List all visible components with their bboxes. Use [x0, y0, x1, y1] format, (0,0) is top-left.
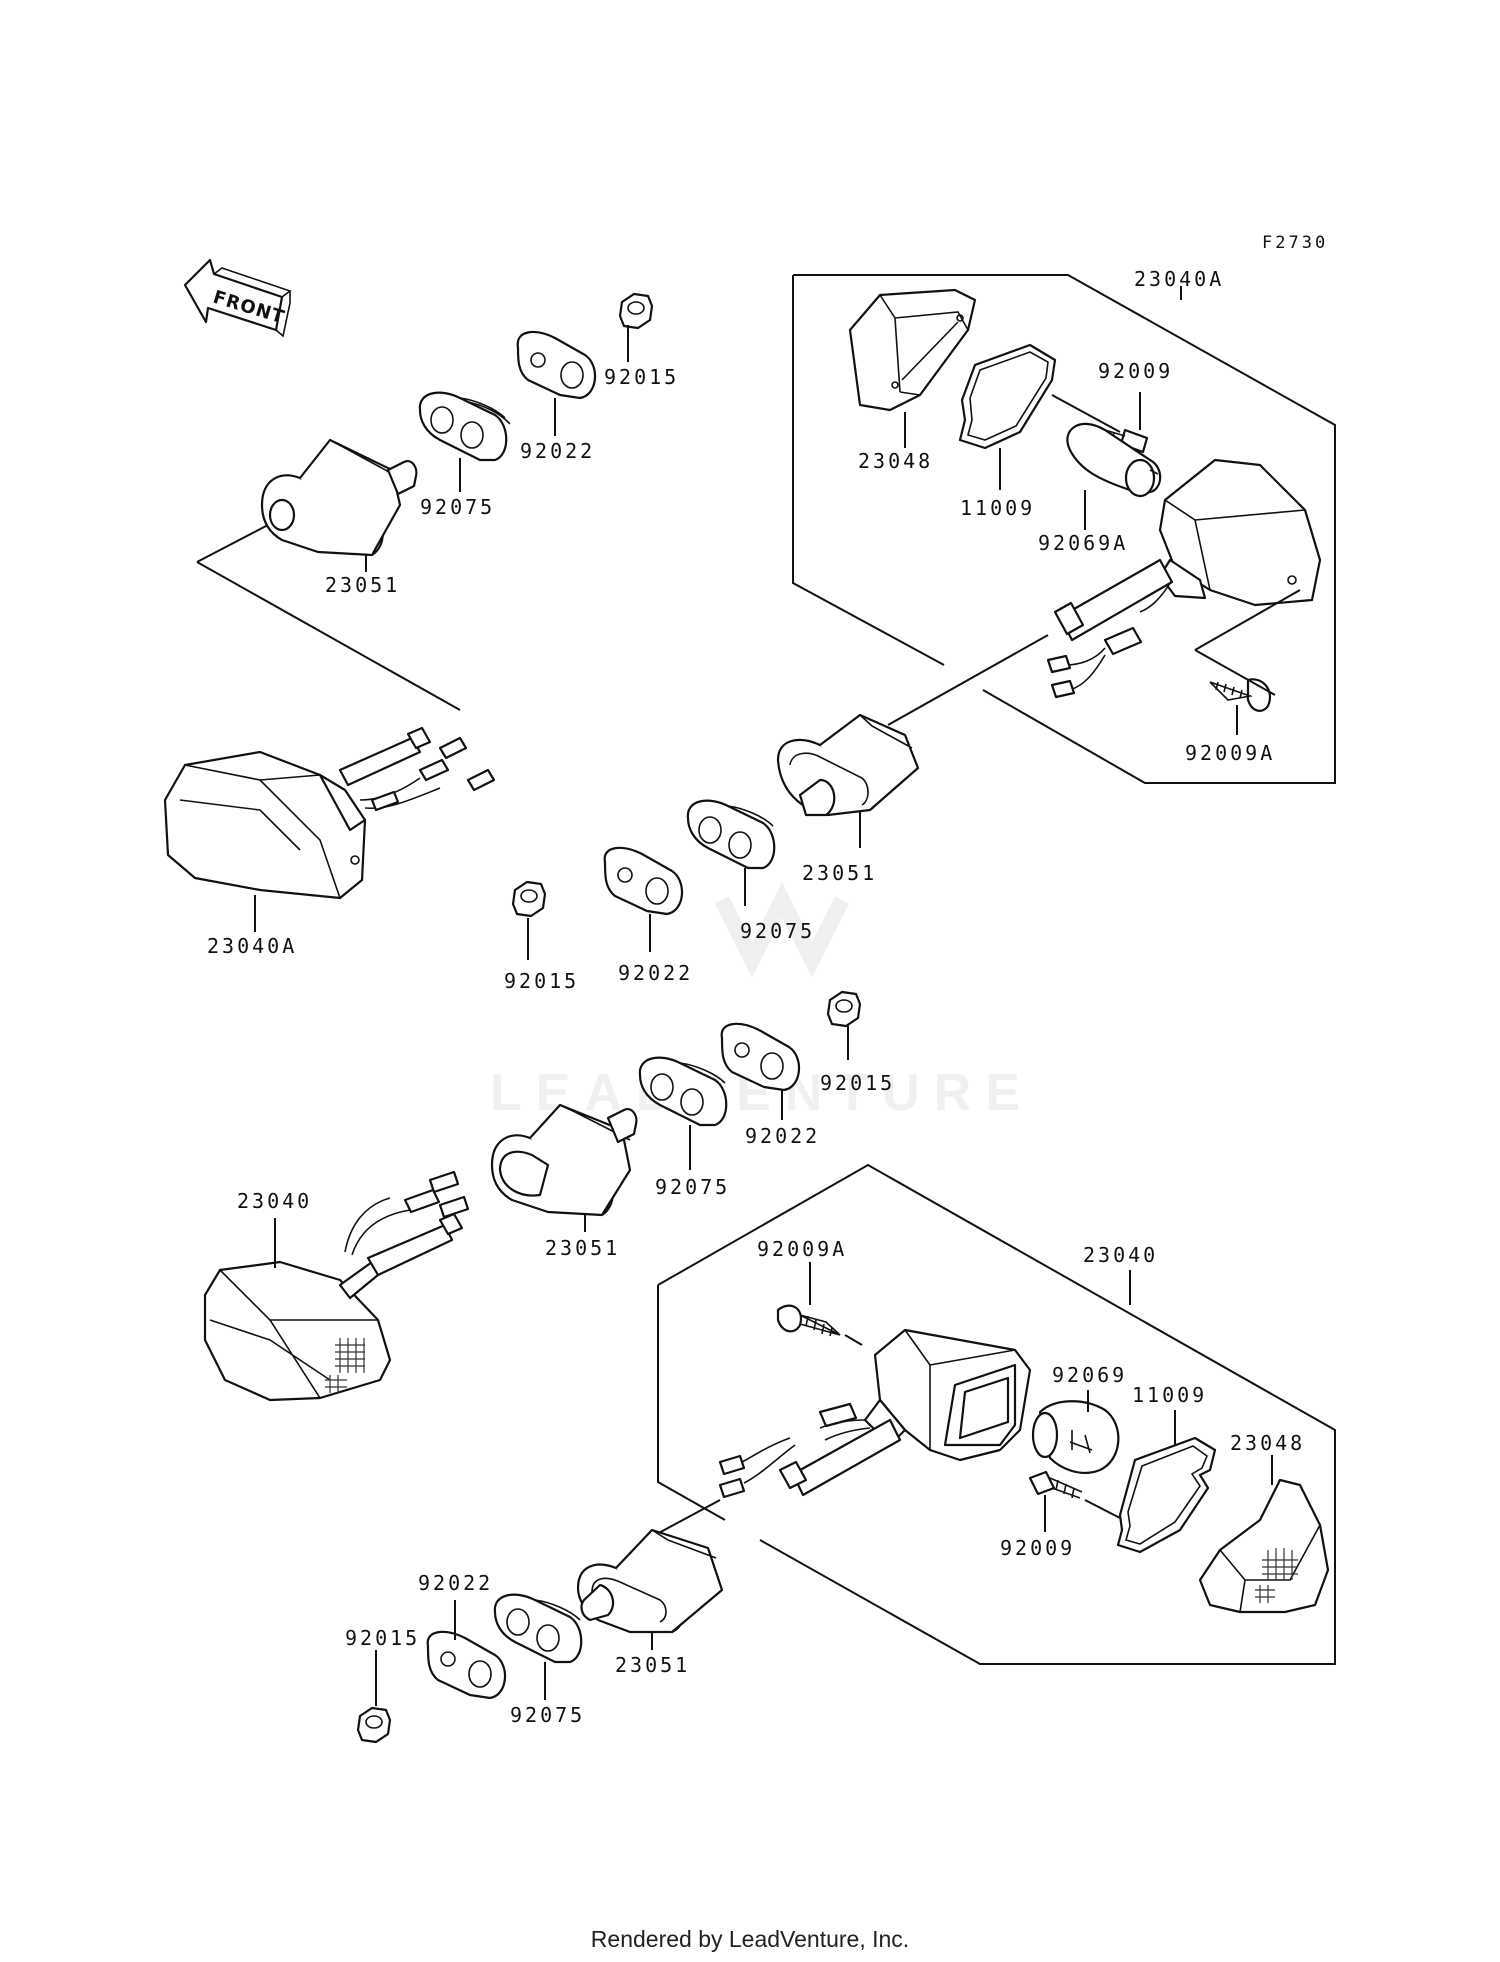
- plate-92022-bottom: [426, 1630, 507, 1700]
- footer-credit: Rendered by LeadVenture, Inc.: [590, 1926, 910, 1952]
- turn-signal-housing-left: [163, 726, 496, 900]
- label-23048-bottom: 23048: [1230, 1431, 1305, 1455]
- lens-23048-top: [848, 288, 977, 412]
- label-92009a-top: 92009A: [1185, 741, 1275, 765]
- label-23040a-left: 23040A: [207, 934, 297, 958]
- leaders-bottom-left: [375, 1600, 653, 1706]
- label-23051-mid: 23051: [545, 1236, 620, 1260]
- label-92015-bl: 92015: [345, 1626, 420, 1650]
- label-11009-bottom: 11009: [1132, 1383, 1207, 1407]
- label-92022-mr: 92022: [618, 961, 693, 985]
- label-92009-bottom: 92009: [1000, 1536, 1075, 1560]
- label-92069: 92069: [1052, 1363, 1127, 1387]
- diagram-code: F2730: [1262, 233, 1328, 253]
- plate-92022-mid: [720, 1022, 801, 1092]
- label-92022-bl: 92022: [418, 1571, 493, 1595]
- leaders-top-right: [904, 286, 1301, 735]
- bracket-23051-bottom: [576, 1528, 724, 1634]
- gasket-11009-top: [958, 343, 1057, 450]
- leaders-mid-right: [527, 634, 1049, 960]
- label-23040-right: 23040: [1083, 1243, 1158, 1267]
- leaders-top-left: [196, 325, 629, 932]
- nut-92015-mid-left: [511, 880, 547, 918]
- turn-signal-housing-front-left: [203, 1170, 470, 1402]
- screw-92009a-top: [1209, 678, 1271, 712]
- turn-signal-housing-bottom-right: [718, 1328, 1032, 1499]
- label-92009-top: 92009: [1098, 359, 1173, 383]
- label-23051-bl: 23051: [615, 1653, 690, 1677]
- plate-92022-top: [516, 330, 597, 400]
- label-23048-top: 23048: [858, 449, 933, 473]
- leaders-bottom-right: [654, 1262, 1273, 1536]
- screw-92009-bottom: [1028, 1470, 1083, 1499]
- damper-92075-mid: [638, 1056, 728, 1127]
- front-right-assembly-box: [657, 1163, 1336, 1665]
- label-92022-mid: 92022: [745, 1124, 820, 1148]
- bulb-92069-bottom: [1031, 1400, 1120, 1475]
- bracket-23051-mid: [490, 1103, 638, 1217]
- nut-92015-mid: [826, 990, 862, 1028]
- label-92069a: 92069A: [1038, 531, 1128, 555]
- lens-23048-bottom: [1198, 1478, 1330, 1614]
- rear-right-assembly-box: [792, 274, 1336, 784]
- nut-92015-bottom: [356, 1706, 392, 1744]
- label-92075-mid: 92075: [655, 1175, 730, 1199]
- label-92075-tl: 92075: [420, 495, 495, 519]
- screw-92009a-bottom: [776, 1304, 841, 1337]
- label-23040a-top-right: 23040A: [1134, 267, 1224, 291]
- damper-92075-top: [418, 391, 511, 462]
- label-92009a-bottom: 92009A: [757, 1237, 847, 1261]
- bulb-92069a-top: [1066, 422, 1162, 498]
- turn-signal-housing-top-right: [1046, 458, 1322, 699]
- leaders-mid: [274, 1024, 849, 1268]
- label-92015-mr: 92015: [504, 969, 579, 993]
- label-92015-mid: 92015: [820, 1071, 895, 1095]
- damper-92075-mid-right: [686, 799, 776, 870]
- label-23051-tl: 23051: [325, 573, 400, 597]
- label-11009-top: 11009: [960, 496, 1035, 520]
- plate-92022-mid-right: [603, 846, 684, 916]
- label-92022-tl: 92022: [520, 439, 595, 463]
- label-92015-tl: 92015: [604, 365, 679, 389]
- damper-92075-bottom: [493, 1593, 583, 1664]
- bracket-23051-top: [260, 438, 418, 557]
- front-arrow-icon: FRONT: [183, 258, 292, 338]
- label-92075-mr: 92075: [740, 919, 815, 943]
- gasket-11009-bottom: [1116, 1436, 1217, 1554]
- label-92075-bl: 92075: [510, 1703, 585, 1727]
- bracket-23051-mid-right: [776, 713, 920, 817]
- label-23040-left: 23040: [237, 1189, 312, 1213]
- nut-92015-top: [618, 292, 654, 330]
- label-23051-mr: 23051: [802, 861, 877, 885]
